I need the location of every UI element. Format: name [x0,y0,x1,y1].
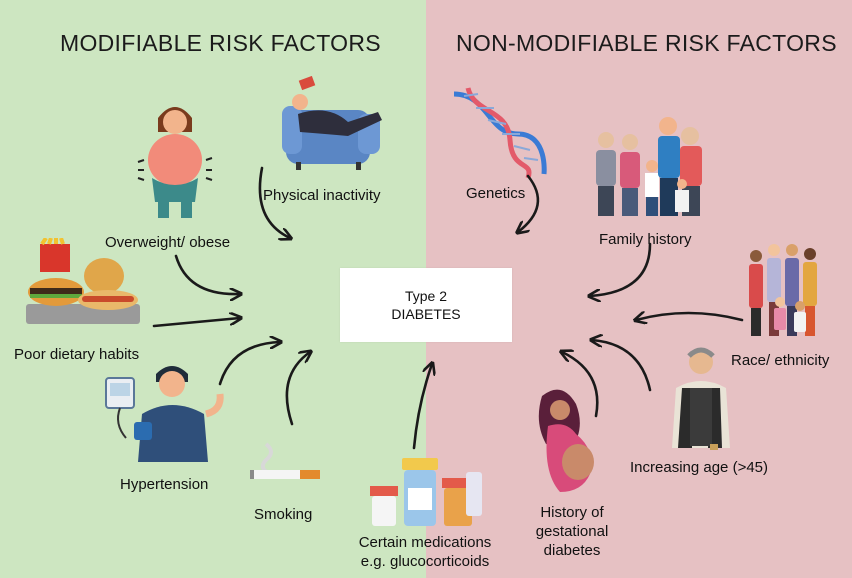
arrow-medications [412,364,432,450]
arrow-gestational [562,352,599,418]
label-genetics: Genetics [466,185,526,202]
label-gestational-line2: gestational [535,523,609,540]
man-icon [134,366,224,462]
arrow-diet [152,318,240,328]
label-physical-inactivity: Physical inactivity [263,187,381,204]
arrow-genetics [518,174,540,232]
arrow-physical-inactivity [258,166,290,238]
arrow-smoking [285,352,310,426]
family-group-icon [596,117,702,216]
couch-reader-icon [282,76,382,170]
cigarette-icon [250,442,320,479]
type2-diabetes-box: Type 2 DIABETES [340,268,512,342]
arrow-family-history [590,242,652,296]
pregnant-woman-icon [538,389,594,492]
label-race-ethnicity: Race/ ethnicity [731,352,830,369]
pill-bottles-icon [370,458,482,526]
label-gestational-line3: diabetes [543,542,601,559]
label-poor-diet: Poor dietary habits [14,346,140,363]
label-smoking: Smoking [254,506,313,523]
arrow-race [636,313,744,320]
label-gestational-diabetes: History of gestational diabetes [522,503,622,560]
label-overweight: Overweight/ obese [105,234,231,251]
center-line1: Type 2 [404,288,448,304]
arrow-increasing-age [592,340,652,392]
label-hypertension: Hypertension [120,476,209,493]
dna-helix-icon [453,87,547,179]
arrow-overweight [174,254,240,294]
label-family-history: Family history [599,231,692,248]
junk-food-icon [26,238,140,324]
center-line2: DIABETES [391,306,461,322]
label-medications-line2: e.g. glucocorticoids [360,553,490,570]
arrow-hypertension [218,342,280,386]
label-increasing-age: Increasing age (>45) [630,459,769,476]
label-medications: Certain medications e.g. glucocorticoids [352,533,498,571]
diverse-people-icon [749,244,817,336]
non-modifiable-heading: NON-MODIFIABLE RISK FACTORS [456,30,837,56]
modifiable-heading: MODIFIABLE RISK FACTORS [60,30,381,56]
obese-person-icon [137,107,213,218]
elderly-man-icon [672,347,730,450]
blood-pressure-monitor-icon [105,377,135,439]
label-gestational-line1: History of [540,504,604,521]
label-medications-line1: Certain medications [358,534,492,551]
